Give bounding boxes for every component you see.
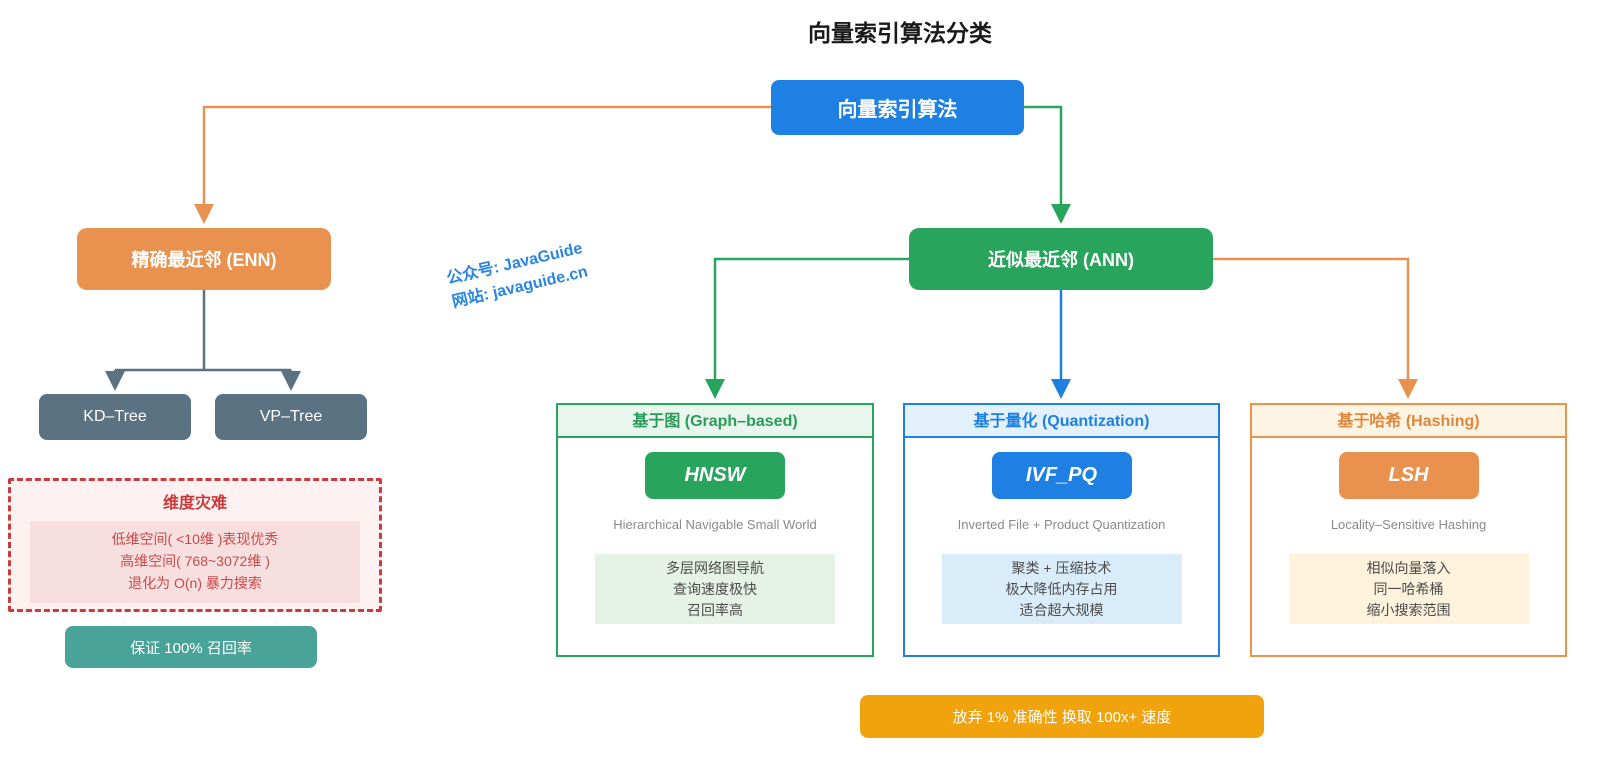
curse-title: 维度灾难 [162, 495, 227, 512]
algo-caption-lsh: Locality–Sensitive Hashing [1330, 517, 1487, 532]
vp-tree-node: VP–Tree [215, 394, 367, 440]
enn-node: 精确最近邻 (ENN) [77, 228, 331, 290]
point-line: 相似向量落入 [1366, 559, 1451, 576]
category-card-quantization: 基于量化 (Quantization) IVF_PQ Inverted File… [903, 403, 1220, 657]
algo-caption-ivfpq: Inverted File + Product Quantization [957, 517, 1166, 532]
point-line: 同一哈希桶 [1373, 580, 1444, 597]
ann-node: 近似最近邻 (ANN) [909, 228, 1213, 290]
category-card-graph: 基于图 (Graph–based) HNSW Hierarchical Navi… [556, 403, 874, 657]
watermark: 公众号: JavaGuide 网站: javaguide.cn [444, 237, 590, 315]
category-header-hashing: 基于哈希 (Hashing) [1252, 405, 1565, 438]
algo-badge-hnsw: HNSW [645, 452, 785, 499]
point-line: 查询速度极快 [673, 580, 757, 597]
point-line: 聚类 + 压缩技术 [1011, 559, 1112, 576]
kd-tree-node: KD–Tree [39, 394, 191, 440]
curse-of-dimensionality-box: 维度灾难 低维空间( <10维 )表现优秀 高维空间( 768~3072维 ) … [8, 478, 382, 612]
tradeoff-badge: 放弃 1% 准确性 换取 100x+ 速度 [860, 695, 1264, 738]
point-line: 极大降低内存占用 [1005, 580, 1118, 597]
algo-badge-lsh: LSH [1338, 452, 1479, 499]
recall-guarantee-badge: 保证 100% 召回率 [65, 626, 317, 668]
point-line: 缩小搜索范围 [1366, 601, 1451, 618]
curse-line: 退化为 O(n) 暴力搜索 [128, 574, 262, 591]
curse-detail: 低维空间( <10维 )表现优秀 高维空间( 768~3072维 ) 退化为 O… [30, 521, 360, 603]
point-line: 多层网络图导航 [666, 559, 764, 576]
category-card-hashing: 基于哈希 (Hashing) LSH Locality–Sensitive Ha… [1250, 403, 1567, 657]
page-title: 向量索引算法分类 [808, 20, 992, 46]
points-box-graph: 多层网络图导航 查询速度极快 召回率高 [595, 554, 835, 624]
curse-line: 低维空间( <10维 )表现优秀 [111, 531, 279, 548]
root-node: 向量索引算法 [771, 80, 1024, 135]
point-line: 适合超大规模 [1019, 601, 1104, 618]
algo-caption-hnsw: Hierarchical Navigable Small World [613, 517, 817, 532]
points-box-quantization: 聚类 + 压缩技术 极大降低内存占用 适合超大规模 [941, 554, 1182, 624]
category-header-quantization: 基于量化 (Quantization) [905, 405, 1218, 438]
point-line: 召回率高 [687, 601, 743, 618]
category-header-graph: 基于图 (Graph–based) [558, 405, 872, 438]
points-box-hashing: 相似向量落入 同一哈希桶 缩小搜索范围 [1288, 554, 1529, 624]
algo-badge-ivfpq: IVF_PQ [991, 452, 1132, 499]
curse-line: 高维空间( 768~3072维 ) [120, 553, 270, 570]
